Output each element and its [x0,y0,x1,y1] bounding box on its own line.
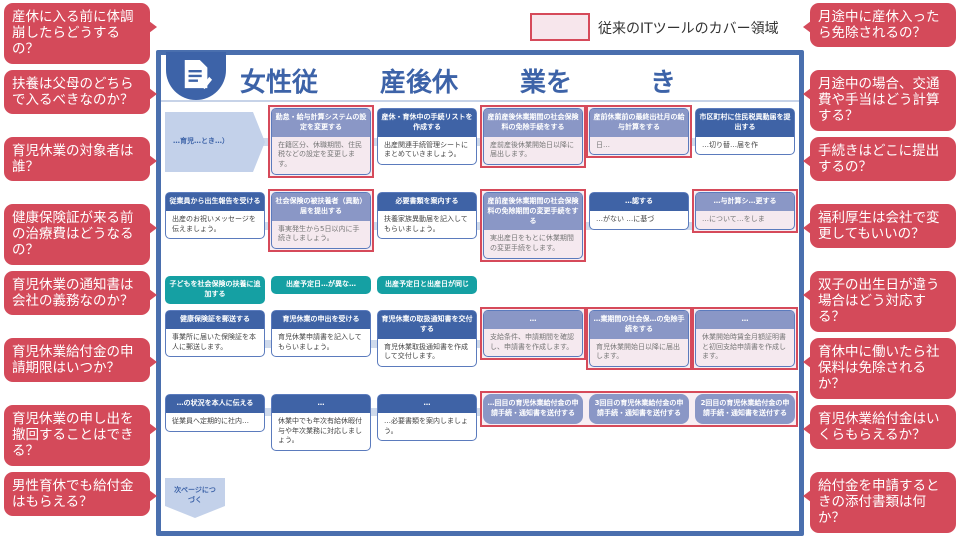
flow-step[interactable]: 育児休業の取扱通知書を交付する育児休業取扱通知書を作成して交付します。 [377,310,477,368]
flow-step[interactable]: 社会保険の被扶養者（異動）届を提出する事実発生から5日以内に手続きしましょう。 [271,192,371,250]
flow-step-heading: … [272,395,370,413]
flow-step-heading: 従業員から出生報告を受ける [166,193,264,211]
flow-step-heading: 育児休業の取扱通知書を交付する [378,311,476,339]
flow-step[interactable]: …の状況を本人に伝える従業員へ定期的に社内… [165,394,265,432]
flow-step-body: 従業員へ定期的に社内… [172,416,249,425]
title-fragment: 業を [520,68,573,98]
flow-step[interactable]: …業期間の社会保…の免除手続をする育児休業開始日以降に届出します。 [589,310,689,368]
flow-step-heading: 産前産後休業期間の社会保険料の免除期間の変更手続をする [484,193,582,231]
flow-step-body: 事実発生から5日以内に手続きしましょう。 [278,224,360,243]
flow-step[interactable]: … 支給条件、申請期間を確認し、申請書を作成します。 [483,310,583,358]
question-callout: 育児休業給付金の申請期限はいつか？ [4,338,157,383]
flow-step[interactable]: … …必要書類を案内しましょう。 [377,394,477,442]
flow-step[interactable]: …認する …がない …に基づ [589,192,689,230]
flow-step[interactable]: 産前産後休業期間の社会保険料の免除期間の変更手続をする実出産日をもとに休業期間の… [483,192,583,259]
flow-step-heading: 社会保険の被扶養者（異動）届を提出する [272,193,370,221]
flow-step[interactable]: 市区町村に住民税異動届を提出する …切り替…届を作 [695,108,795,156]
flow-step[interactable]: 産休・育休中の手続リストを作成する出産関連手続管理シートにまとめていきましょう。 [377,108,477,166]
flow-step-heading: …与計算シ…更する [696,193,794,211]
flow-step-body: 出産関連手続管理シートにまとめていきましょう。 [384,140,468,159]
branch-step[interactable]: 出産予定日と出産日が同じ [377,276,477,294]
flow-step[interactable]: … 休業中でも年次有給休暇付与や年次業務に対応しましょう。 [271,394,371,452]
title-fragment: 産後休 [380,68,459,98]
flow-step-body: 休業開始時賃金月額証明書と初回支給申請書を作成します。 [702,332,786,361]
flow-step-body: …切り替…届を作 [702,140,758,149]
legend-label: 従来のITツールのカバー領域 [598,21,779,37]
flow-step[interactable]: 育児休業の申出を受ける育児休業申請書を記入してもらいましょう。 [271,310,371,358]
flow-step-body: 事業所に届いた保険証を本人に郵送します。 [172,332,256,351]
flow-step-heading: … [378,395,476,413]
branch-step[interactable]: 子どもを社会保険の扶養に追加する [165,276,265,304]
flow-step-heading: 勤怠・給与計算システムの設定を変更する [272,109,370,137]
flow-step-body: 日… [596,140,610,149]
header-divider [161,100,799,102]
flow-step[interactable]: …与計算シ…更する …について…をしま [695,192,795,230]
flow-step-heading: 産前産後休業期間の社会保険料の免除手続をする [484,109,582,137]
flow-step-body: …必要書類を案内しましょう。 [384,416,468,435]
title-fragment: き [650,68,677,98]
question-callout: 給付金を申請するときの添付書類は何か？ [803,472,956,533]
flow-step-body: 実出産日をもとに休業期間の変更手続をします。 [490,234,574,253]
flow-step-body: 育児休業申請書を記入してもらいましょう。 [278,332,362,351]
question-callout: 男性育休でも給付金はもらえる？ [4,472,157,517]
flow-step-heading: 育児休業の申出を受ける [272,311,370,329]
flow-step[interactable]: 健康保険証を郵送する事業所に届いた保険証を本人に郵送します。 [165,310,265,358]
question-callout: 育児休業の対象者は誰？ [4,137,157,182]
question-callout: 扶養は父母のどちらで入るべきなのか？ [4,70,157,115]
branch-step[interactable]: 出産予定日…が異な… [271,276,371,294]
flow-step-body: 扶養家族異動届を記入してもらいましょう。 [384,214,468,233]
question-callout: 育児休業の通知書は会社の義務なのか？ [4,271,157,316]
legend-swatch [530,13,590,41]
flow-step-heading: … [696,311,794,329]
question-callout: 月途中の場合、交通費や手当はどう計算する？ [803,70,956,131]
flow-step-heading: 市区町村に住民税異動届を提出する [696,109,794,137]
question-callout: 産休に入る前に体調崩したらどうするの？ [4,3,157,64]
flow-step-body: 育児休業取扱通知書を作成して交付します。 [384,342,468,361]
title-fragment: 女性従 [240,68,319,98]
flow-step-heading: 必要書類を案内する [378,193,476,211]
flow-step-heading: … [484,311,582,329]
question-callout: 手続きはどこに提出するの？ [803,137,956,182]
flow-step-body: 出産のお祝いメッセージを伝えましょう。 [172,214,256,233]
flow-step[interactable]: 産前休業前の最終出社月の給与計算をする日… [589,108,689,156]
flow-step-body: 育児休業開始日以降に届出します。 [596,342,680,361]
flow-step[interactable]: 従業員から出生報告を受ける出産のお祝いメッセージを伝えましょう。 [165,192,265,240]
flow-step[interactable]: 必要書類を案内する扶養家族異動届を記入してもらいましょう。 [377,192,477,240]
flow-step-heading: …認する [590,193,688,211]
flow-step-heading: …業期間の社会保…の免除手続をする [590,311,688,339]
flow-step-heading: 産休・育休中の手続リストを作成する [378,109,476,137]
flow-step-body: …がない …に基づ [596,214,655,223]
flow-step-body: 休業中でも年次有給休暇付与や年次業務に対応しましょう。 [278,416,362,445]
question-callout: 月途中に産休入ったら免除されるの？ [803,3,956,48]
benefit-step[interactable]: …回目の育児休業給付金の申請手続・通知書を送付する [483,394,583,424]
flow-step-heading: 産前休業前の最終出社月の給与計算をする [590,109,688,137]
benefit-step[interactable]: 2回目の育児休業給付金の申請手続・通知書を送付する [695,394,795,424]
flow-step[interactable]: … 休業開始時賃金月額証明書と初回支給申請書を作成します。 [695,310,795,368]
flow-step[interactable]: 勤怠・給与計算システムの設定を変更する在籍区分、休職期間、住民税などの設定を変更… [271,108,371,175]
flow-step[interactable]: 産前産後休業期間の社会保険料の免除手続をする産前産後休業開始日以降に届出します。 [483,108,583,166]
flow-step-body: 産前産後休業開始日以降に届出します。 [490,140,574,159]
flow-step-heading: …の状況を本人に伝える [166,395,264,413]
benefit-step[interactable]: 3回目の育児休業給付金の申請手続・通知書を送付する [589,394,689,424]
question-callout: 育児休業の申し出を撤回することはできる？ [4,405,157,466]
start-chevron: …育児…とき…） [165,112,265,172]
question-callout: 双子の出生日が違う場合はどう対応する？ [803,271,956,332]
question-callout: 福利厚生は会社で変更してもいいの？ [803,204,956,249]
flow-step-heading: 健康保険証を郵送する [166,311,264,329]
flow-step-body: …について…をしま [702,214,765,223]
question-callout: 育休中に働いたら社保料は免除されるか？ [803,338,956,399]
question-callout: 育児休業給付金はいくらもらえるか？ [803,405,956,450]
flow-step-body: 支給条件、申請期間を確認し、申請書を作成します。 [490,332,574,351]
flow-step-body: 在籍区分、休職期間、住民税などの設定を変更します。 [278,140,362,169]
question-callout: 健康保険証が来る前の治療費はどうなるの？ [4,204,157,265]
document-icon [166,52,226,100]
